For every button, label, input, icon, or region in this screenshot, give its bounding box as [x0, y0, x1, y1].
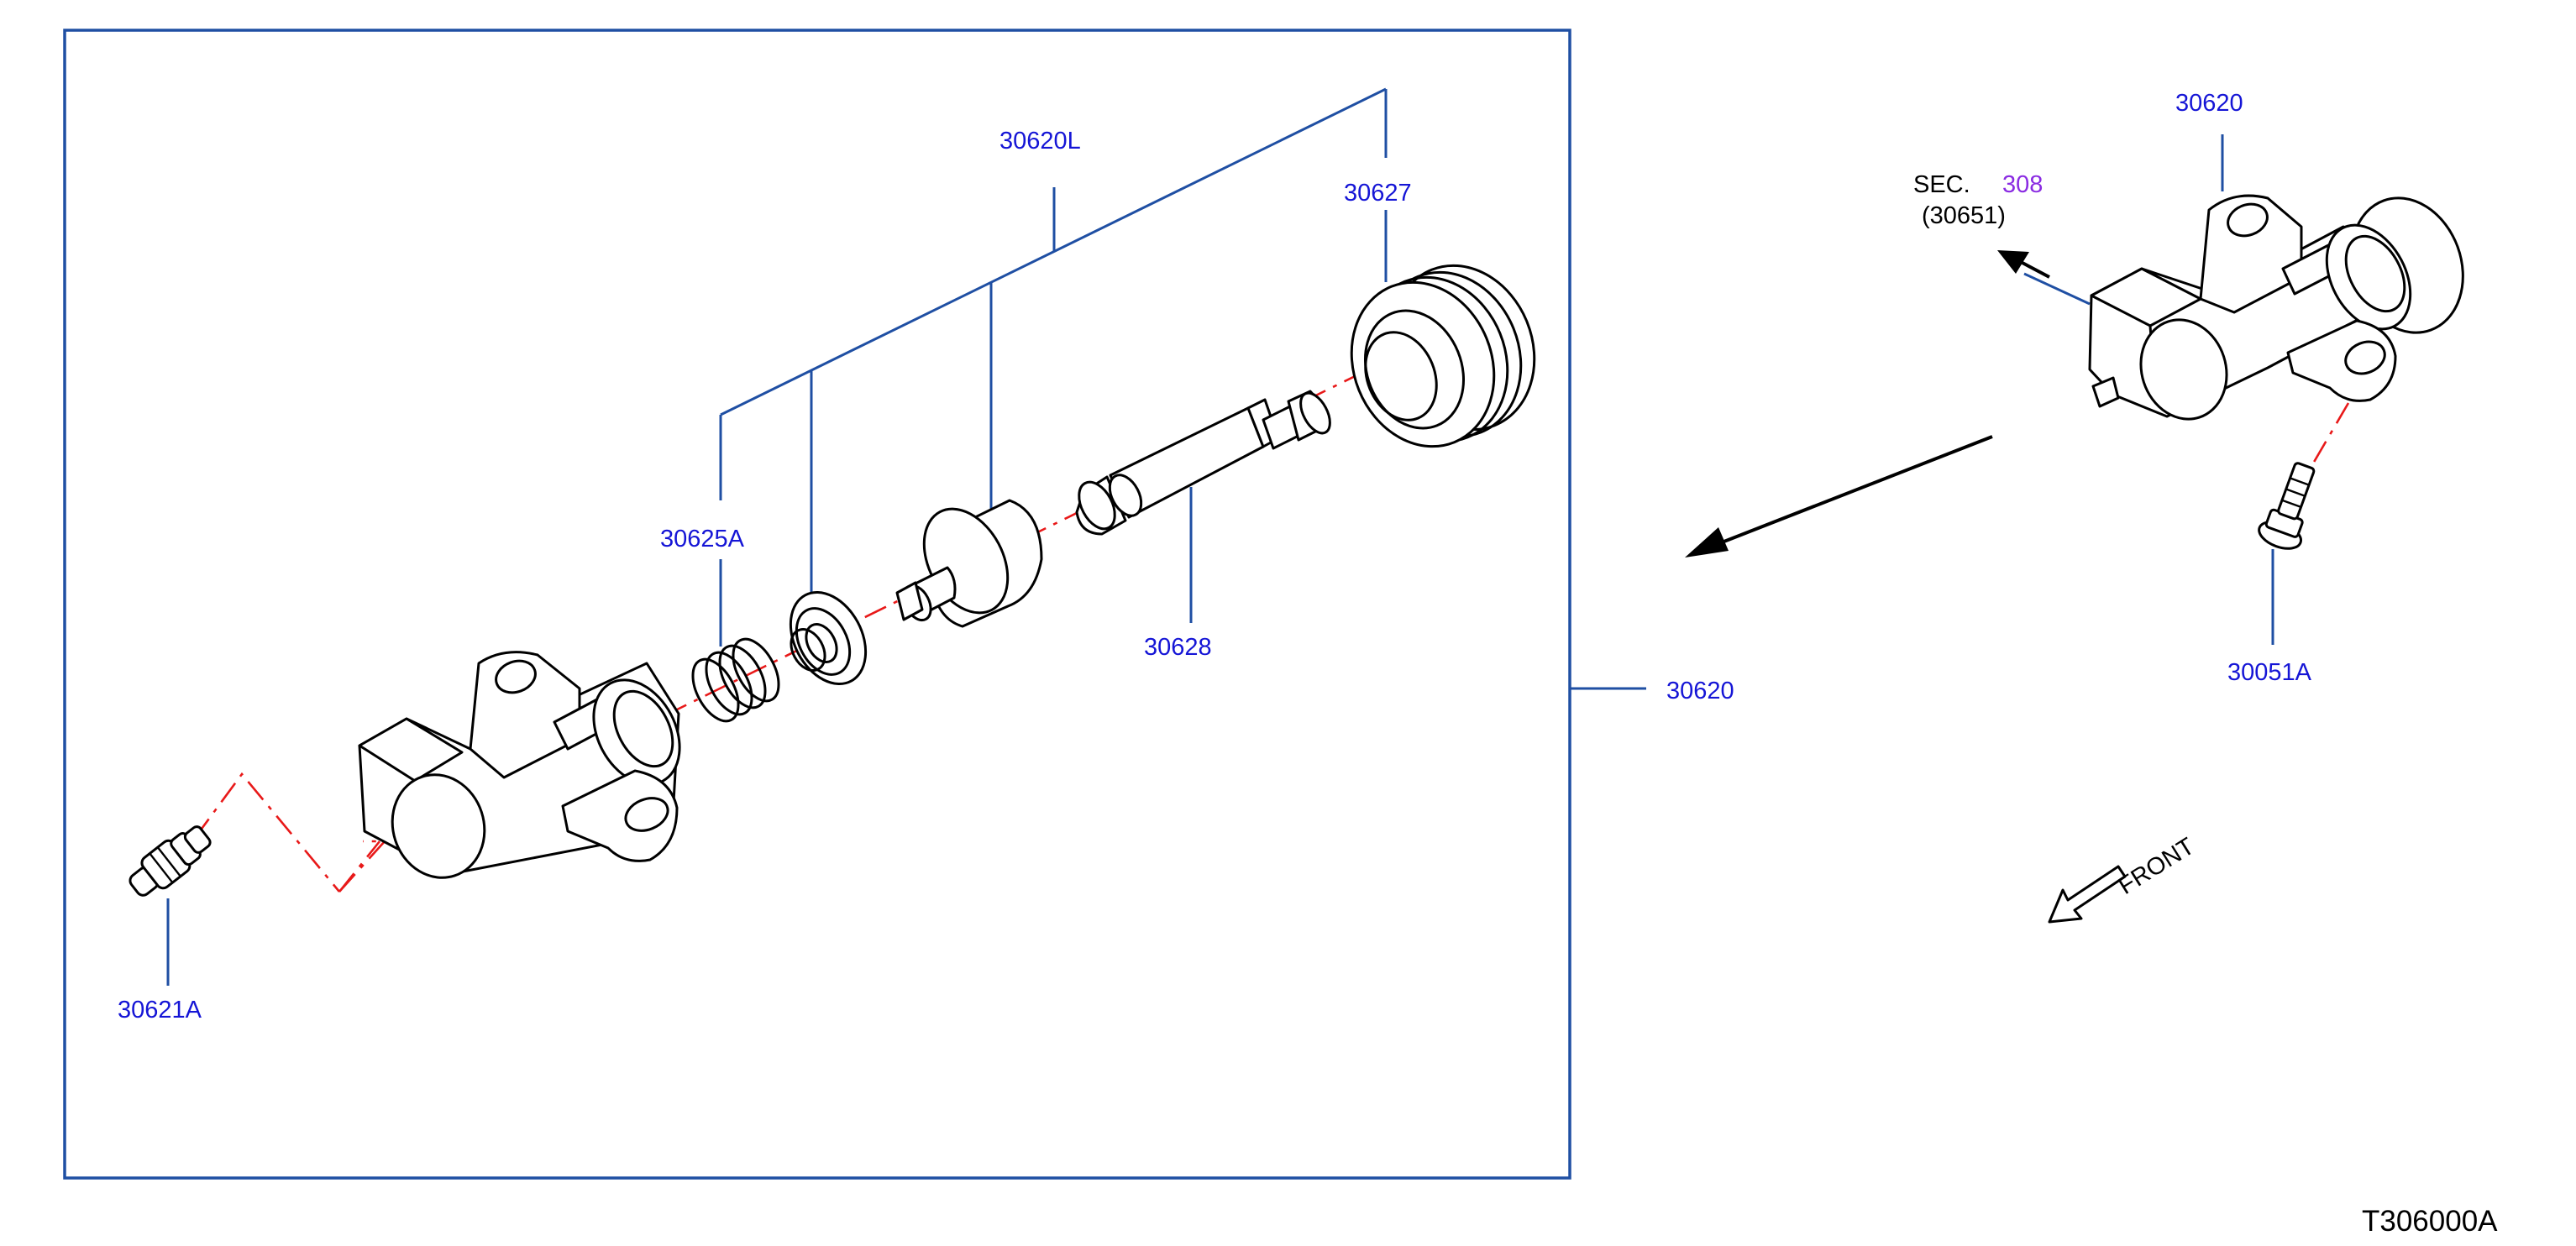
bleeder-screw-icon — [129, 825, 212, 897]
label-30625A: 30625A — [660, 526, 745, 552]
label-30620-assembly: 30620 — [1666, 678, 1734, 704]
spring-icon — [691, 637, 780, 723]
bolt-icon — [2258, 462, 2316, 550]
label-30628: 30628 — [1144, 634, 1212, 661]
leader-lines — [166, 87, 2274, 986]
assembly-frame — [63, 29, 1571, 1180]
label-30620-assembled: 30620 — [2175, 90, 2243, 117]
label-sec-30651: (30651) — [1922, 202, 2006, 229]
dust-boot-icon — [1350, 264, 1536, 448]
label-30627: 30627 — [1344, 180, 1412, 207]
piston-icon — [895, 499, 1043, 628]
label-30620L: 30620L — [999, 128, 1081, 154]
cylinder-body-icon — [358, 651, 681, 879]
label-sec-308: 308 — [2002, 171, 2043, 198]
piston-cup-icon — [789, 590, 868, 686]
label-30051A: 30051A — [2227, 659, 2312, 686]
label-front: FRONT — [2114, 833, 2200, 900]
label-sec: SEC. — [1913, 171, 1970, 198]
diagram-code: T306000A — [2362, 1205, 2498, 1238]
install-direction-arrow — [1685, 435, 1993, 558]
push-rod-icon — [1075, 390, 1331, 536]
label-30621A: 30621A — [118, 997, 202, 1024]
front-arrow-icon — [2048, 865, 2127, 924]
assembled-cylinder-icon — [2088, 194, 2464, 421]
sec-reference-arrow — [1997, 250, 2050, 279]
